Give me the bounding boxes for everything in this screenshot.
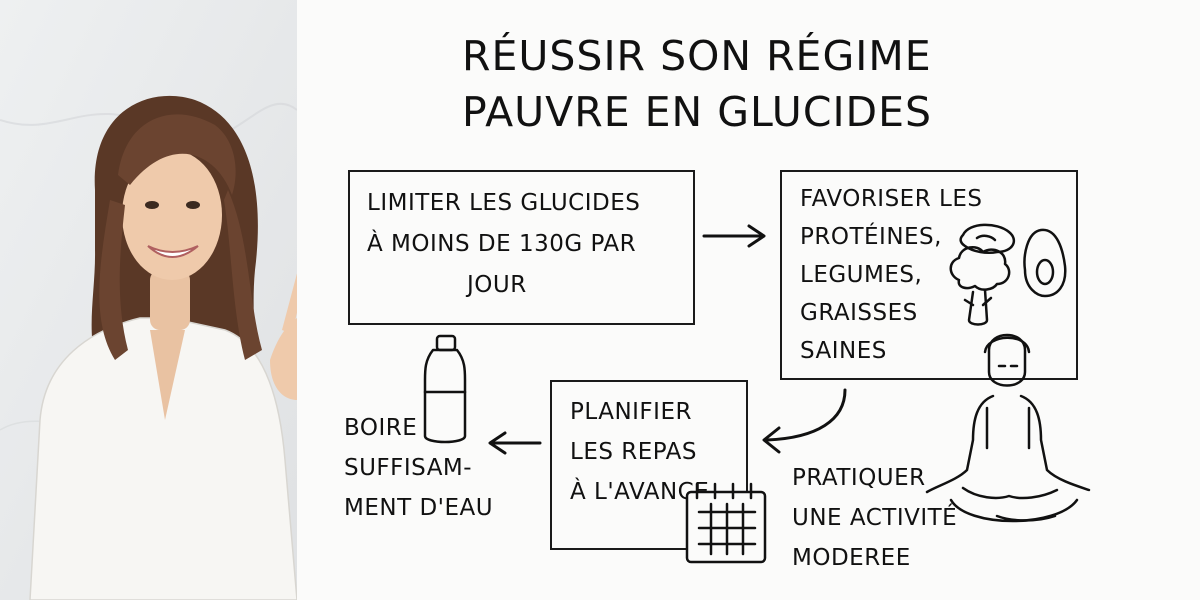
step-water-label: Boire suffisam- ment d'eau — [344, 408, 493, 528]
step-activity-line-3: moderee — [792, 545, 911, 571]
arrow-limit-to-favor — [702, 224, 766, 248]
step-limit-line-2: à moins de 130g par — [367, 231, 637, 257]
step-plan-box — [550, 380, 748, 550]
step-activity-line-2: une activité — [792, 505, 958, 531]
avocado-icon — [1023, 228, 1067, 298]
broccoli-icon — [949, 245, 1011, 326]
step-favor-line-4: graisses — [800, 300, 918, 326]
step-plan-line-1: Planifier — [570, 399, 692, 425]
diagram-title: Réussir son régime pauvre en glucides — [462, 28, 1022, 140]
step-favor-box — [780, 170, 1078, 380]
step-plan-label: Planifier les repas à l'avance — [570, 392, 709, 512]
calendar-icon — [685, 482, 767, 564]
step-activity-line-1: Pratiquer — [792, 465, 926, 491]
connectors-and-icons — [423, 223, 1091, 564]
step-water-line-3: ment d'eau — [344, 495, 494, 521]
diagram-board: Réussir son régime pauvre en glucides Li… — [297, 0, 1200, 600]
step-favor-label: Favoriser les protéines, legumes, graiss… — [800, 180, 982, 370]
meat-icon — [959, 223, 1016, 254]
step-favor-line-2: protéines, — [800, 224, 942, 250]
step-limit-label: Limiter les glucides à moins de 130g par… — [367, 183, 640, 306]
step-water-line-1: Boire — [344, 415, 418, 441]
step-limit-line-3: jour — [467, 272, 527, 298]
step-activity-label: Pratiquer une activité moderee — [792, 458, 957, 578]
water-bottle-icon — [423, 334, 467, 444]
title-line-2: pauvre en glucides — [462, 88, 933, 136]
step-limit-line-1: Limiter les glucides — [367, 190, 641, 216]
step-favor-line-3: legumes, — [800, 262, 923, 288]
title-line-1: Réussir son régime — [462, 32, 932, 80]
step-plan-line-3: à l'avance — [570, 479, 710, 505]
meditating-person-icon — [925, 333, 1091, 523]
woman-photo — [0, 0, 297, 600]
step-water-line-2: suffisam- — [344, 455, 473, 481]
neckline — [150, 330, 185, 420]
step-favor-line-5: saines — [800, 338, 887, 364]
hand — [270, 318, 297, 400]
white-shirt — [29, 317, 297, 600]
photo-illustration — [0, 0, 297, 600]
arrow-favor-to-plan — [762, 388, 847, 454]
step-favor-line-1: Favoriser les — [800, 186, 983, 212]
step-plan-line-2: les repas — [570, 439, 698, 465]
arrow-plan-to-water — [488, 431, 542, 455]
step-limit-box — [348, 170, 695, 325]
smile — [147, 245, 199, 258]
